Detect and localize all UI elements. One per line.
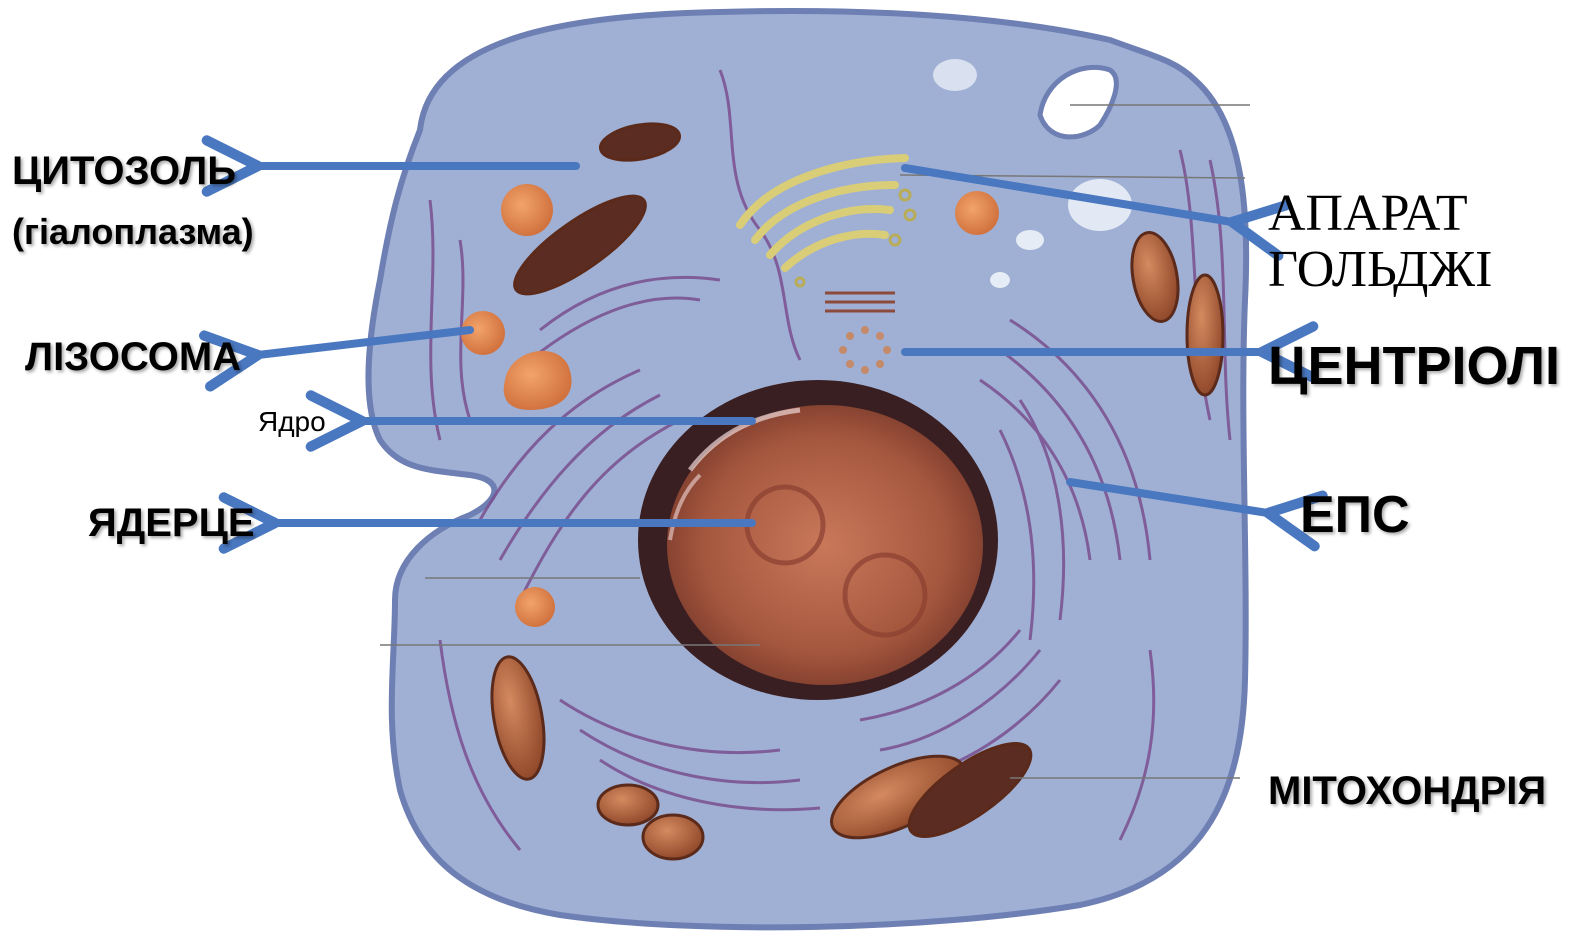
vesicle (990, 272, 1010, 288)
label-lysosome: ЛІЗОСОМА (25, 336, 241, 378)
vesicle (1016, 230, 1044, 250)
label-nucleus: Ядро (258, 407, 326, 436)
label-centrioles: ЦЕНТРІОЛІ (1268, 338, 1560, 395)
label-mitochondria: МІТОХОНДРІЯ (1268, 770, 1546, 812)
label-golgi-line1: АПАРАТ (1268, 186, 1492, 242)
label-cytosol: ЦИТОЗОЛЬ (12, 150, 236, 192)
label-nucleolus: ЯДЕРЦЕ (88, 502, 255, 544)
label-cytosol-subtitle: (гіалоплазма) (12, 213, 254, 251)
label-golgi-line2: ГОЛЬДЖІ (1268, 242, 1492, 298)
vesicle (933, 59, 977, 91)
label-golgi: АПАРАТ ГОЛЬДЖІ (1268, 186, 1492, 298)
label-er: ЕПС (1300, 488, 1410, 543)
